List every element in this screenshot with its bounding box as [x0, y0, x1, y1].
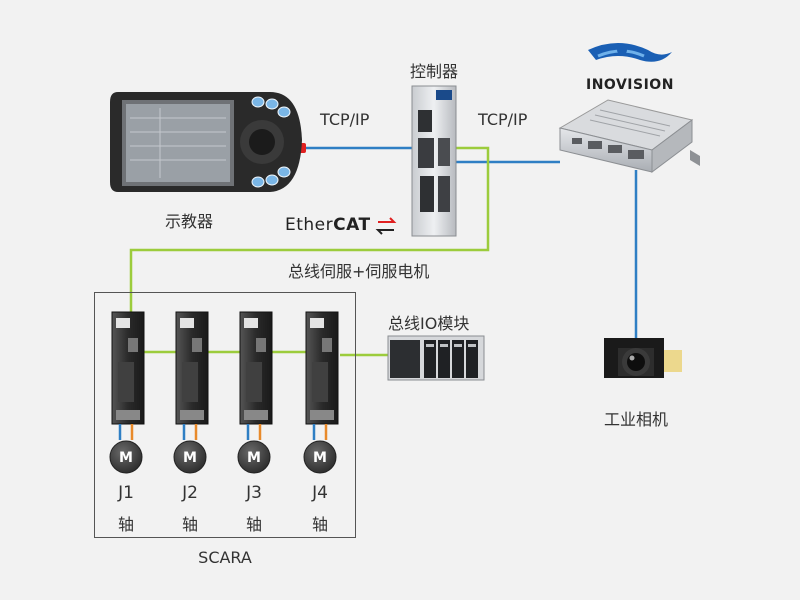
ethercat-logo: EtherCAT [285, 215, 371, 235]
ethercat-prefix: Ether [285, 215, 334, 235]
scara-frame [94, 292, 356, 538]
motor-letter: M [119, 450, 133, 466]
tcp-ip-label-right: TCP/IP [478, 110, 528, 129]
pendant-label: 示教器 [164, 212, 214, 231]
scara-label: SCARA [198, 548, 252, 567]
servo-drive [175, 311, 209, 425]
servo-motors [109, 440, 337, 474]
axis-id: J2 [182, 483, 198, 503]
controller-label: 控制器 [409, 62, 459, 81]
servo-drives [111, 311, 339, 425]
bus-io-label: 总线IO模块 [388, 314, 470, 333]
controller-device [411, 85, 457, 237]
bus-io-module [387, 335, 485, 381]
servo-drive [305, 311, 339, 425]
motor-cables [118, 424, 328, 440]
industrial-camera [604, 338, 682, 378]
tcp-ip-label-left: TCP/IP [320, 110, 370, 129]
axis-unit: 轴 [311, 515, 329, 534]
servo-drive [111, 311, 145, 425]
motor-letter: M [183, 450, 197, 466]
motor-icon [109, 440, 143, 474]
motor-letter: M [313, 450, 327, 466]
axis-id: J1 [118, 483, 134, 503]
servo-drive [239, 311, 273, 425]
tcp-lines [305, 146, 638, 338]
ethercat-suffix: CAT [333, 215, 371, 235]
brand-logo-icon [588, 43, 672, 62]
axis-id: J4 [312, 483, 328, 503]
axis-id: J3 [246, 483, 262, 503]
motor-icon [173, 440, 207, 474]
motor-letter: M [247, 450, 261, 466]
axis-unit: 轴 [181, 515, 199, 534]
ethercat-arrows-icon [375, 217, 397, 235]
teach-pendant [110, 92, 302, 192]
motor-icon [237, 440, 271, 474]
axis-unit: 轴 [117, 515, 135, 534]
industrial-pc [558, 99, 700, 173]
axis-unit: 轴 [245, 515, 263, 534]
brand-name: INOVISION [586, 77, 674, 93]
camera-label: 工业相机 [603, 410, 669, 429]
motor-icon [303, 440, 337, 474]
bus-servo-label: 总线伺服+伺服电机 [288, 262, 430, 281]
